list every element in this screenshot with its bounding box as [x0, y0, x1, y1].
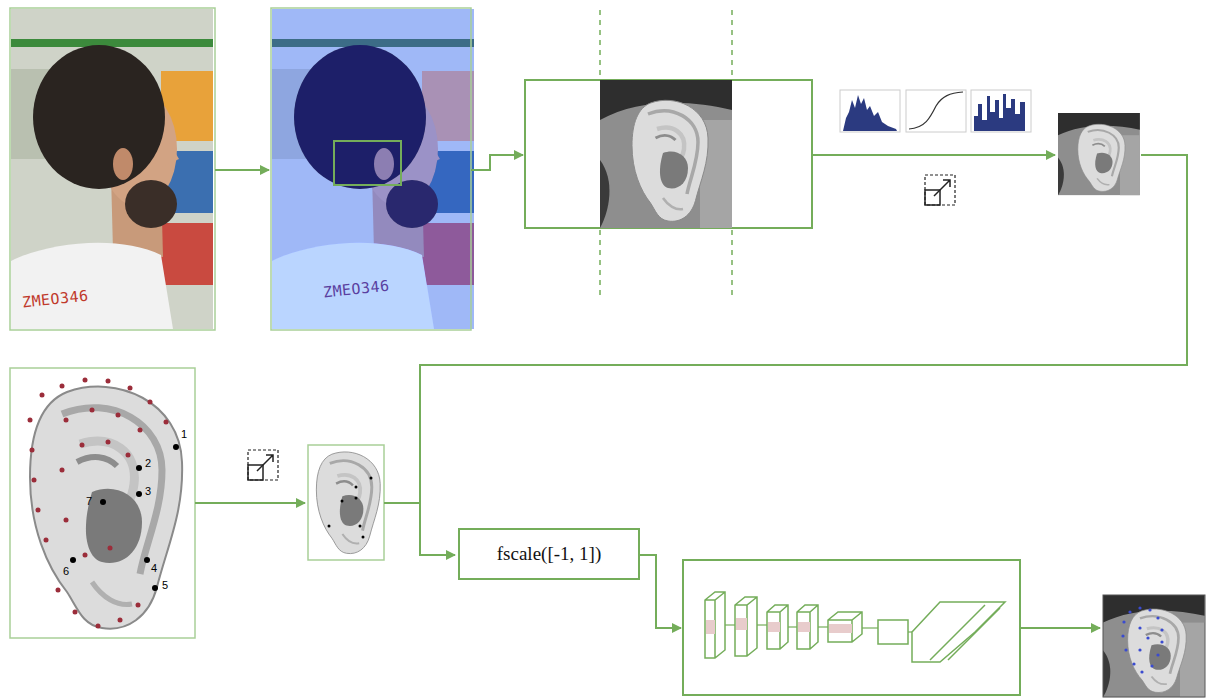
shirt-tag: ZMEO346	[21, 289, 89, 311]
callout-number: 4	[151, 563, 157, 574]
box-text: fscale([-1, 1])	[497, 543, 601, 565]
callout-number: 1	[181, 429, 187, 440]
callout-number: 7	[86, 496, 92, 507]
shirt-tag: ZMEO346	[322, 279, 390, 301]
process-box: fscale([-1, 1])	[458, 528, 640, 580]
callout-number: 2	[145, 458, 151, 469]
callout-number: 6	[63, 566, 69, 577]
callout-number: 3	[145, 486, 151, 497]
callout-number: 5	[162, 580, 168, 591]
